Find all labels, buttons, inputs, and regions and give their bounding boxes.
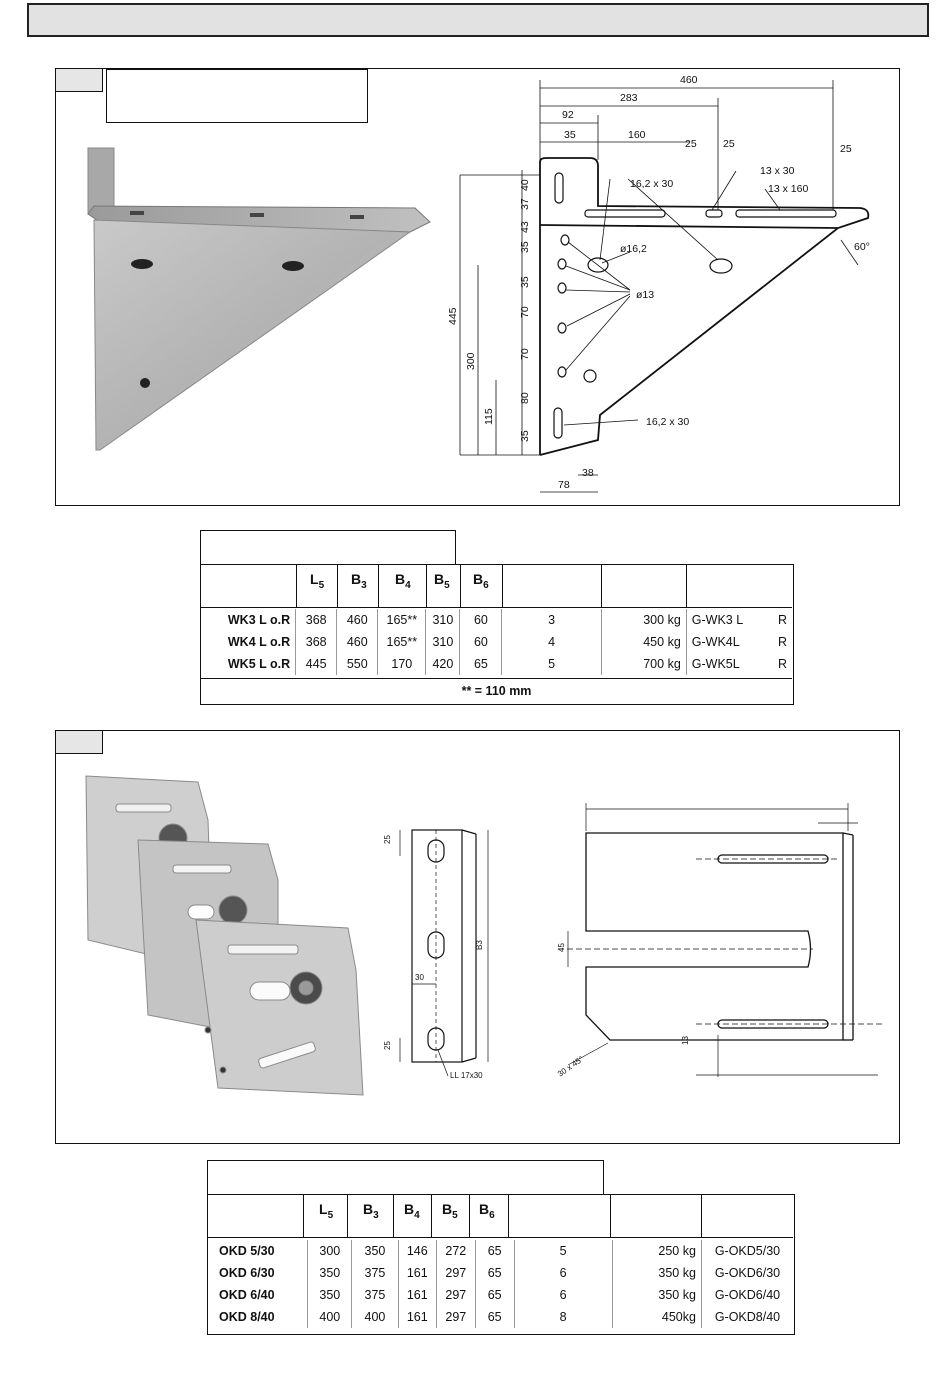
col-l5: L5	[319, 1201, 334, 1221]
svg-text:445: 445	[447, 307, 459, 325]
col-b6: B6	[479, 1201, 495, 1221]
okd-table-body: OKD 5/30 300 350 146 272 65 5 250 kg G-O…	[208, 1240, 793, 1328]
svg-text:78: 78	[558, 479, 570, 491]
table-row: OKD 6/30 350 375 161 297 65 6 350 kg G-O…	[208, 1262, 793, 1284]
table-row: OKD 8/40 400 400 161 297 65 8 450kg G-OK…	[208, 1306, 793, 1328]
svg-text:25: 25	[723, 138, 735, 150]
svg-text:30: 30	[415, 973, 424, 982]
svg-text:115: 115	[483, 408, 495, 425]
col-b3: B3	[351, 571, 367, 591]
svg-text:ø13: ø13	[636, 289, 654, 301]
svg-text:35: 35	[564, 129, 576, 141]
svg-text:160: 160	[628, 129, 646, 141]
col-b4: B4	[404, 1201, 420, 1221]
svg-text:16,2 x 30: 16,2 x 30	[646, 416, 689, 428]
okd-spec-table: L5 B3 B4 B5 B6 OKD 5/30 300 350 146 272 …	[207, 1194, 795, 1335]
svg-text:25: 25	[685, 138, 697, 150]
svg-text:38: 38	[582, 467, 594, 479]
okd-plate-photo	[85, 775, 364, 1096]
svg-text:16,2 x 30: 16,2 x 30	[630, 178, 673, 190]
svg-text:25: 25	[383, 835, 392, 844]
page-header-bar	[27, 3, 929, 37]
table-row: OKD 5/30 300 350 146 272 65 5 250 kg G-O…	[208, 1240, 793, 1262]
svg-text:80: 80	[519, 392, 531, 404]
col-b5: B5	[442, 1201, 458, 1221]
okd-front-drawing: 45 13 30 x 45°	[556, 803, 883, 1079]
col-l5: L5	[310, 571, 325, 591]
svg-text:283: 283	[620, 92, 638, 104]
panel-tag-2	[55, 730, 103, 754]
svg-text:30 x 45°: 30 x 45°	[556, 1054, 585, 1078]
svg-text:B3: B3	[475, 940, 484, 950]
svg-text:LL 17x30: LL 17x30	[450, 1071, 483, 1080]
svg-text:60°: 60°	[854, 241, 870, 253]
svg-text:460: 460	[680, 74, 698, 86]
table-row: OKD 6/40 350 375 161 297 65 6 350 kg G-O…	[208, 1284, 793, 1306]
col-b5: B5	[434, 571, 450, 591]
svg-text:25: 25	[840, 143, 852, 155]
wall-bracket-photo	[87, 147, 431, 451]
wk-table-header: L5 B3 B4 B5 B6	[201, 565, 792, 608]
svg-text:13 x 30: 13 x 30	[760, 165, 795, 177]
wall-bracket-title-box	[106, 69, 368, 123]
wk-footnote: ** = 110 mm	[201, 678, 792, 705]
svg-text:70: 70	[519, 348, 531, 360]
svg-text:37: 37	[519, 198, 531, 210]
col-b6: B6	[473, 571, 489, 591]
col-b3: B3	[363, 1201, 379, 1221]
svg-text:40: 40	[519, 179, 531, 191]
table-row: WK3 L o.R 368 460 165** 310 60 3 300 kg …	[201, 609, 792, 631]
svg-text:92: 92	[562, 109, 574, 121]
table-row: WK4 L o.R 368 460 165** 310 60 4 450 kg …	[201, 631, 792, 653]
svg-text:ø16,2: ø16,2	[620, 243, 647, 255]
svg-text:25: 25	[383, 1041, 392, 1050]
dim-label: 460	[440, 70, 442, 71]
wk-spec-table: L5 B3 B4 B5 B6 WK3 L o.R 368 460 165** 3…	[200, 564, 794, 705]
svg-text:70: 70	[519, 306, 531, 318]
svg-text:13: 13	[681, 1036, 690, 1045]
okd-side-drawing: 25 30 B3 25 LL 17x30	[383, 829, 489, 1080]
wk-table-body: WK3 L o.R 368 460 165** 310 60 3 300 kg …	[201, 609, 792, 675]
wall-bracket-drawing: 460 283 92 35 160 25 25 25 13 x 30 13 x …	[440, 70, 870, 493]
svg-text:35: 35	[519, 430, 531, 442]
wk-table-title-box	[200, 530, 456, 565]
svg-text:45: 45	[557, 943, 566, 952]
table-row: WK5 L o.R 445 550 170 420 65 5 700 kg G-…	[201, 653, 792, 675]
svg-text:35: 35	[519, 276, 531, 288]
col-b4: B4	[395, 571, 411, 591]
panel-tag-1	[55, 68, 103, 92]
okd-table-title-box	[207, 1160, 604, 1195]
svg-text:43: 43	[519, 221, 531, 233]
svg-text:35: 35	[519, 241, 531, 253]
okd-table-header: L5 B3 B4 B5 B6	[208, 1195, 793, 1238]
svg-text:300: 300	[465, 352, 477, 370]
svg-text:13 x 160: 13 x 160	[768, 183, 808, 195]
